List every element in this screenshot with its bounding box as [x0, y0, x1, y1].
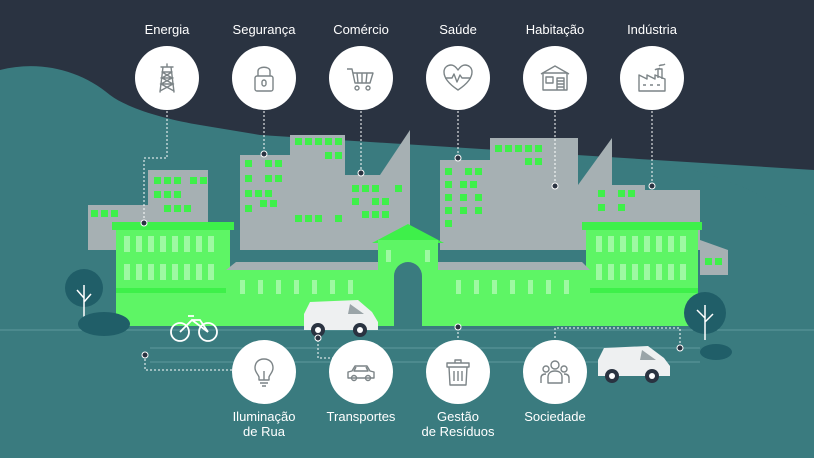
sector-saude [426, 46, 490, 110]
sector-residuos [426, 340, 490, 404]
label-transportes: Transportes [306, 409, 416, 424]
power-tower-icon [159, 63, 175, 93]
label-iluminacao-line1: Iluminação [232, 409, 296, 424]
van-center [304, 300, 378, 337]
sector-iluminacao [232, 340, 296, 404]
sector-seguranca [232, 46, 296, 110]
label-residuos: Gestão de Resíduos [403, 409, 513, 439]
label-seguranca: Segurança [232, 22, 296, 37]
label-sociedade: Sociedade [500, 409, 610, 424]
top-connector-dots [140, 150, 656, 227]
label-energia: Energia [144, 22, 190, 37]
sector-habitacao [523, 46, 587, 110]
house-icon [540, 65, 570, 91]
sector-comercio [329, 46, 393, 110]
shopping-cart-icon [347, 68, 374, 91]
sector-sociedade [523, 340, 587, 404]
label-residuos-line2: de Resíduos [421, 424, 495, 439]
label-residuos-line1: Gestão [437, 409, 479, 424]
top-connectors [143, 111, 653, 222]
heart-pulse-icon [443, 64, 473, 91]
label-saude: Saúde [439, 22, 477, 37]
background-windows [91, 138, 722, 265]
label-habitacao: Habitação [525, 22, 585, 37]
palace-windows [124, 236, 686, 294]
label-industria: Indústria [627, 22, 677, 37]
sector-energia [135, 46, 199, 110]
car-icon [347, 365, 375, 382]
label-transportes-line1: Transportes [326, 409, 396, 424]
van-right [598, 346, 670, 383]
tree-right [684, 292, 732, 360]
trash-bin-icon [446, 359, 470, 386]
sector-transportes [329, 340, 393, 404]
factory-icon [638, 63, 666, 92]
label-iluminacao: Iluminação de Rua [209, 409, 319, 439]
label-sociedade-line1: Sociedade [524, 409, 586, 424]
tree-left [65, 269, 130, 336]
label-comercio: Comércio [333, 22, 389, 37]
people-icon [540, 360, 570, 384]
bicycle [170, 315, 218, 342]
light-bulb-icon [254, 358, 274, 387]
sector-industria [620, 46, 684, 110]
ground [0, 320, 814, 458]
label-iluminacao-line2: de Rua [243, 424, 285, 439]
bottom-connector-dots [141, 323, 684, 359]
padlock-icon [254, 66, 274, 92]
